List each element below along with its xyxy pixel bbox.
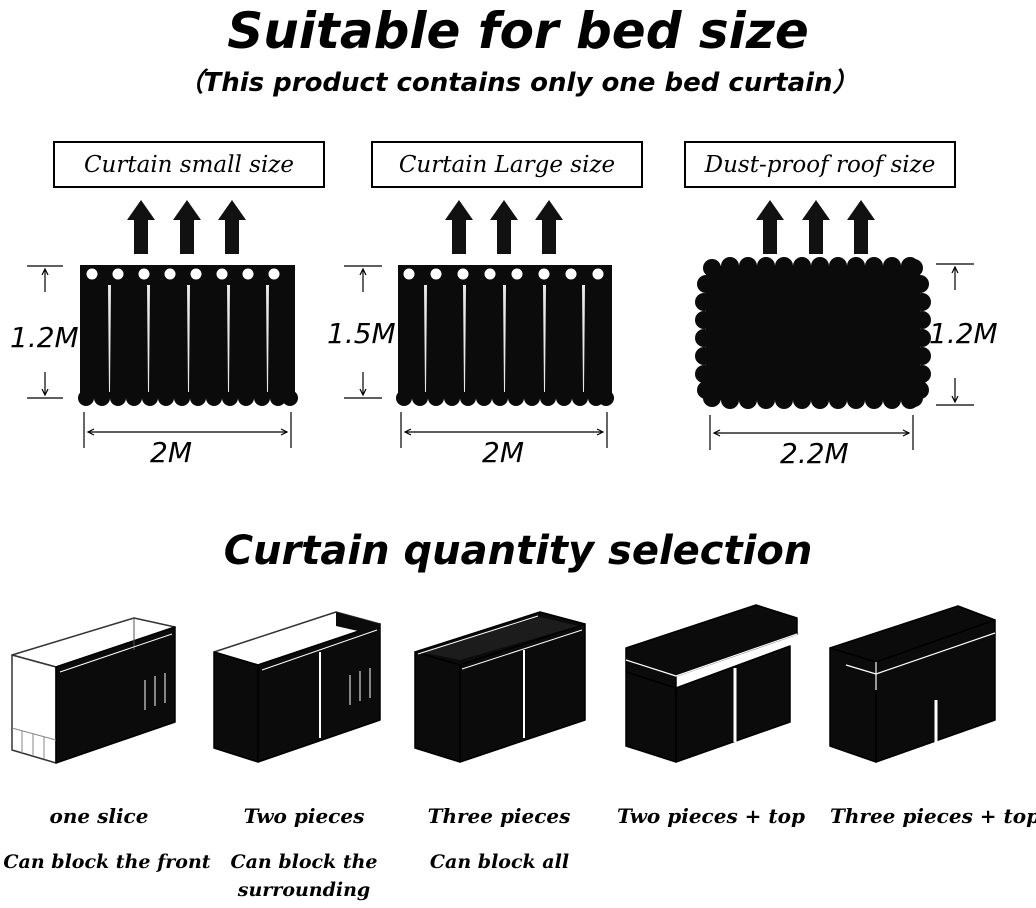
option-name: Two pieces + top <box>617 804 805 828</box>
quantity-title: Curtain quantity selection <box>223 528 813 574</box>
large-curtain-width: 2M <box>482 436 524 469</box>
roof-height: 1.2M <box>929 317 998 350</box>
small-curtain-height: 1.2M <box>10 321 79 354</box>
dimension-lines <box>27 263 974 450</box>
option-name: Three pieces + top <box>830 804 1036 828</box>
size-label-small-curtain: Curtain small size <box>53 141 325 188</box>
up-arrow-icon <box>445 200 563 254</box>
small-curtain-width: 2M <box>150 436 192 469</box>
page-subtitle: （This product contains only one bed curt… <box>177 68 859 98</box>
option-description: Can block the surrounding <box>230 851 378 901</box>
option-name: one slice <box>49 804 149 828</box>
large-curtain-illustration <box>396 265 614 406</box>
roof-width: 2.2M <box>780 437 849 470</box>
two-pieces-illustration <box>213 611 381 763</box>
option-name: Three pieces <box>427 804 571 828</box>
size-label-roof: Dust-proof roof size <box>684 141 956 188</box>
two-pieces-top-illustration <box>625 604 798 763</box>
one-slice-illustration <box>11 617 176 764</box>
option-name: Two pieces <box>243 804 365 828</box>
size-label-large-curtain: Curtain Large size <box>371 141 643 188</box>
three-pieces-top-illustration <box>829 605 996 763</box>
up-arrow-icon <box>127 200 246 254</box>
small-curtain-illustration <box>78 265 298 406</box>
option-description: Can block the front <box>3 851 211 873</box>
three-pieces-illustration <box>414 611 586 763</box>
page-title: Suitable for bed size <box>227 2 809 60</box>
roof-illustration <box>695 257 931 409</box>
large-curtain-height: 1.5M <box>327 317 396 350</box>
option-description: Can block all <box>429 851 570 873</box>
up-arrow-icon <box>756 200 875 254</box>
